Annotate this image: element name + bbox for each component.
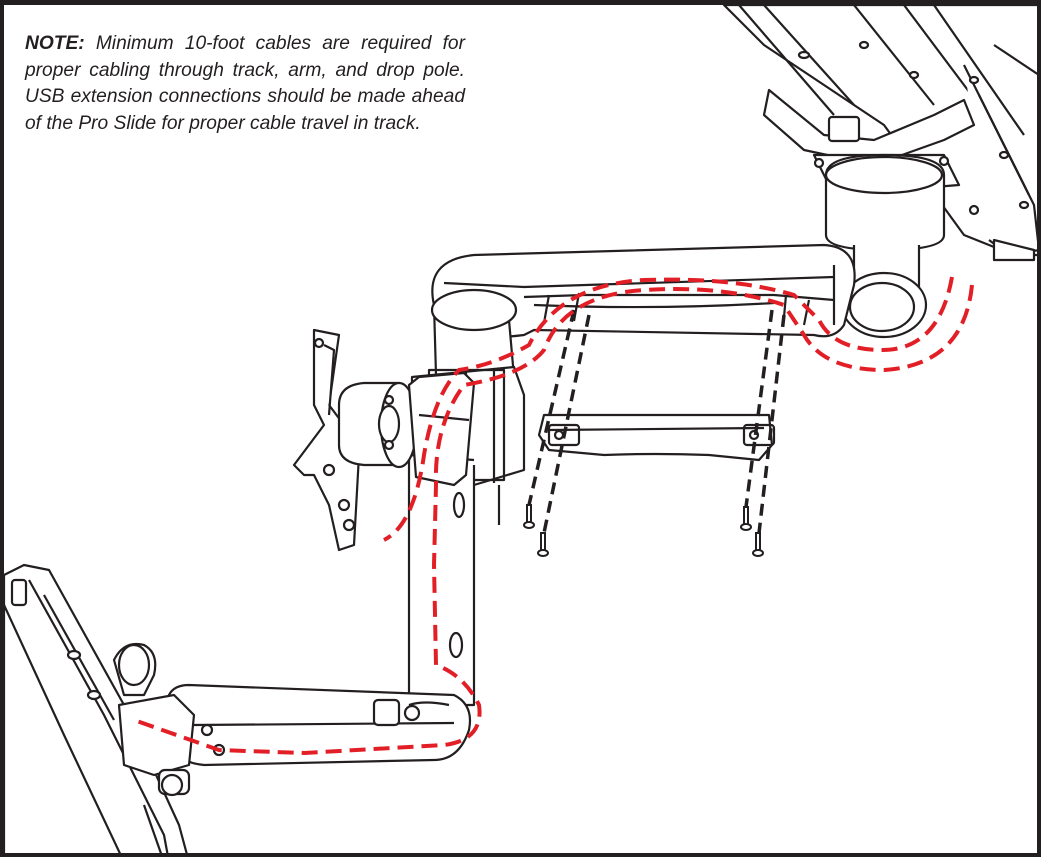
wall-track <box>4 563 196 853</box>
vesa-mount <box>292 328 476 552</box>
arm-cable-cover <box>537 413 776 462</box>
installation-note: NOTE: Minimum 10-foot cables are require… <box>25 31 465 137</box>
screw-path-lines <box>527 309 786 534</box>
cable-route <box>133 276 974 756</box>
pro-slide-pivot <box>824 153 946 339</box>
note-text: Minimum 10-foot cables are required for … <box>25 33 465 134</box>
installation-diagram <box>4 5 1037 853</box>
drop-pole <box>407 288 526 707</box>
lower-arm <box>167 683 472 767</box>
cover-screw-icon <box>523 504 764 557</box>
note-label: NOTE: <box>25 33 85 54</box>
